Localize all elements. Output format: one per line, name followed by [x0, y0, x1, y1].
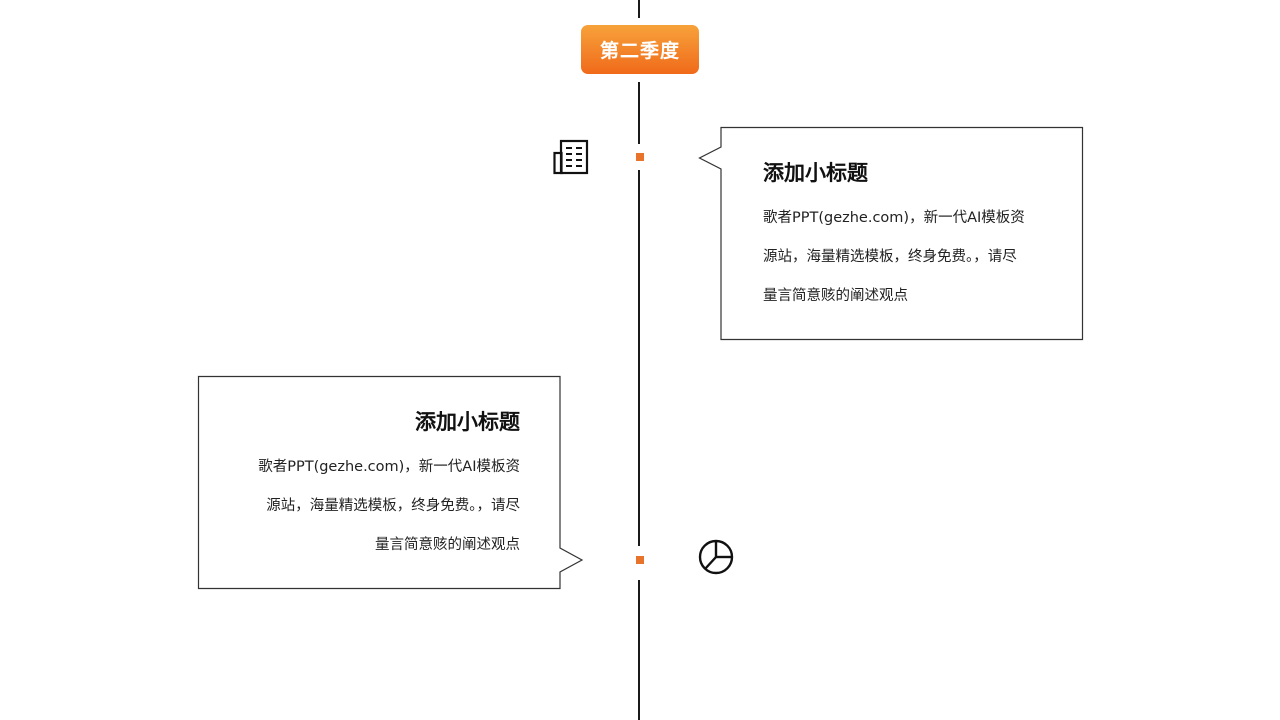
pie-chart-icon [698, 539, 734, 575]
event-description-line: 歌者PPT(gezhe.com)，新一代AI模板资 [763, 210, 1025, 227]
event-description: 歌者PPT(gezhe.com)，新一代AI模板资 源站，海量精选模板，终身免费… [218, 448, 520, 565]
event-description-line: 量言简意赅的阐述观点 [375, 537, 520, 554]
timeline-line [638, 580, 640, 720]
timeline-line [638, 0, 640, 18]
timeline-line [638, 82, 640, 144]
building-icon [553, 139, 589, 175]
quarter-badge-label: 第二季度 [599, 40, 680, 62]
timeline-node [636, 556, 644, 564]
event-callout: 添加小标题 歌者PPT(gezhe.com)，新一代AI模板资 源站，海量精选模… [197, 375, 584, 590]
event-title: 添加小标题 [763, 161, 868, 185]
event-description-line: 歌者PPT(gezhe.com)，新一代AI模板资 [258, 459, 520, 476]
event-title: 添加小标题 [415, 410, 520, 434]
quarter-badge: 第二季度 [581, 25, 699, 74]
event-description: 歌者PPT(gezhe.com)，新一代AI模板资 源站，海量精选模板，终身免费… [763, 199, 1063, 316]
callout-frame [698, 126, 1084, 341]
event-callout: 添加小标题 歌者PPT(gezhe.com)，新一代AI模板资 源站，海量精选模… [698, 126, 1084, 341]
timeline-node [636, 153, 644, 161]
event-description-line: 源站，海量精选模板，终身免费。，请尽 [763, 249, 1017, 266]
event-description-line: 源站，海量精选模板，终身免费。，请尽 [266, 498, 520, 515]
timeline-line [638, 170, 640, 546]
callout-frame [197, 375, 584, 590]
event-description-line: 量言简意赅的阐述观点 [763, 288, 908, 305]
